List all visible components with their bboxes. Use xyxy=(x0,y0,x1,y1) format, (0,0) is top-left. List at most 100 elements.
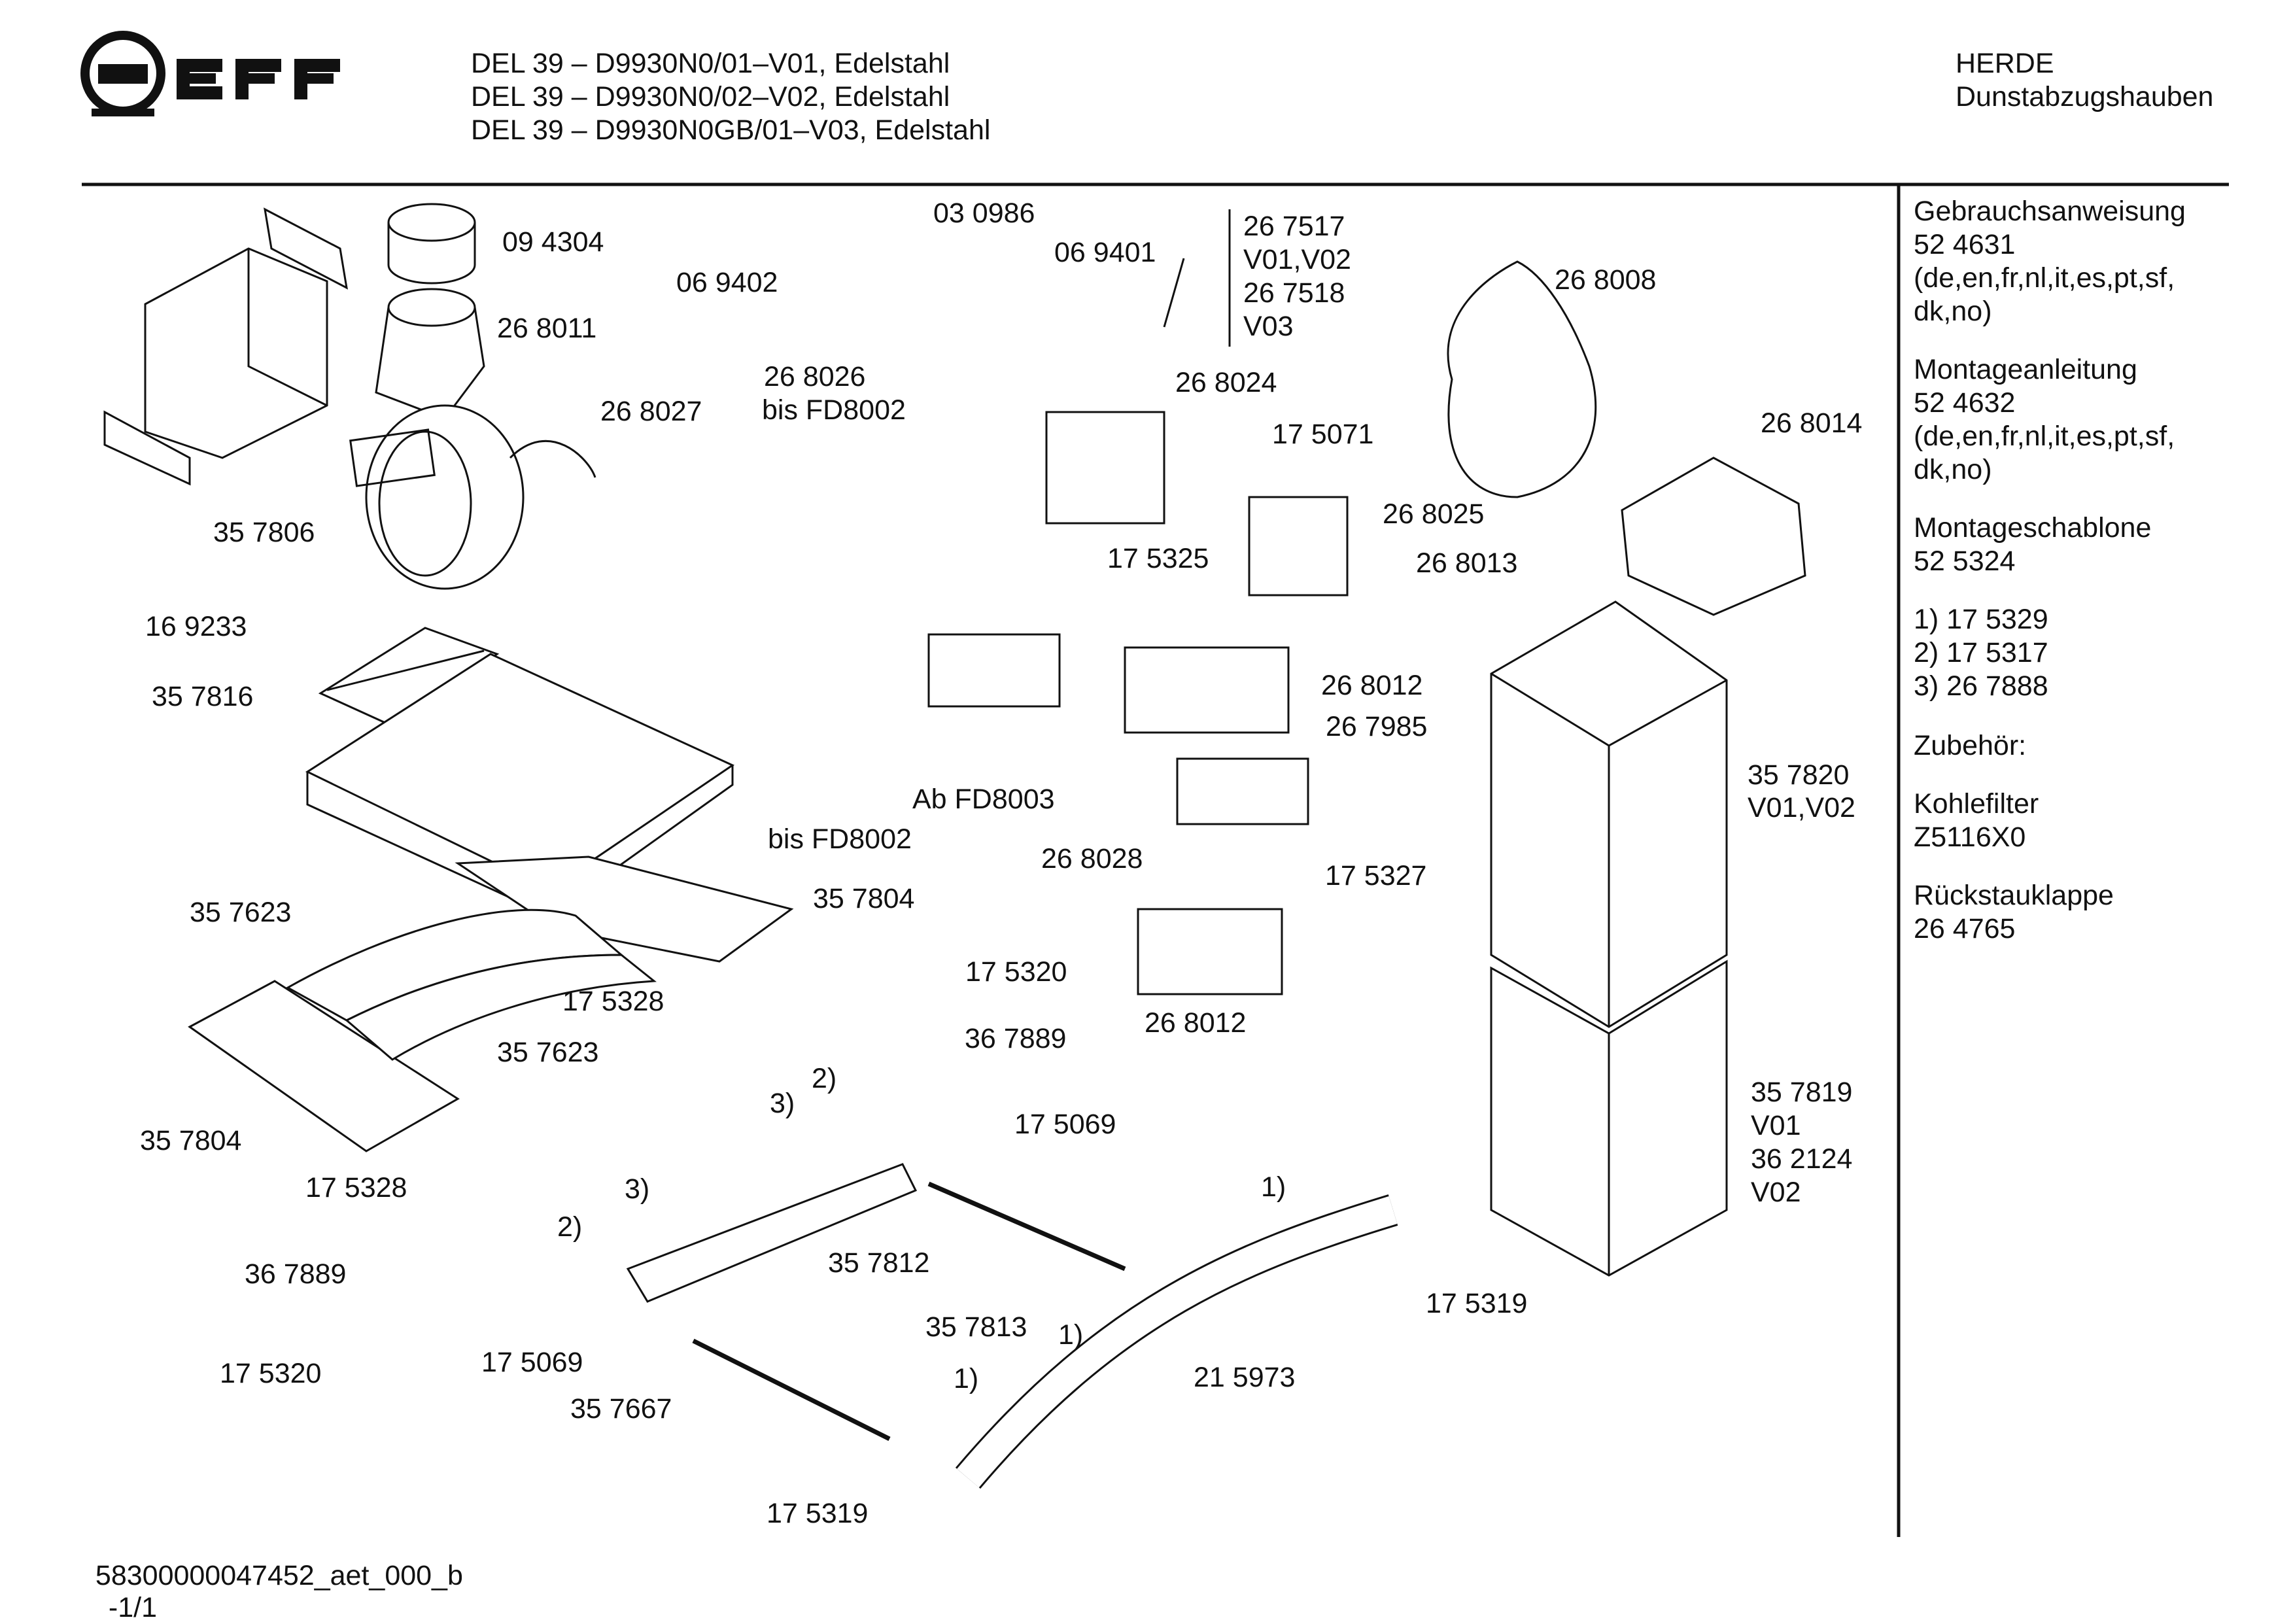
part-label: 26 8025 xyxy=(1383,498,1484,530)
light-panel xyxy=(285,908,657,1061)
sidebar-line: dk,no) xyxy=(1914,296,1992,327)
part-label: 17 5320 xyxy=(220,1358,321,1389)
glass-panel-left xyxy=(188,980,460,1152)
part-label: 35 7819 xyxy=(1751,1077,1852,1108)
part-label: 2) xyxy=(812,1063,836,1094)
model-title-3: DEL 39 – D9930N0GB/01–V03, Edelstahl xyxy=(471,114,991,146)
page-indicator: -1/1 xyxy=(108,1592,158,1623)
part-label: 26 8012 xyxy=(1321,670,1422,701)
part-label: V01,V02 xyxy=(1748,792,1855,823)
part-label: V02 xyxy=(1751,1177,1801,1208)
part-label: 17 5320 xyxy=(965,956,1067,988)
sidebar-line: Montageschablone xyxy=(1914,512,2152,544)
document-code: 58300000047452_aet_000_b -1/1 xyxy=(80,1528,463,1624)
part-label: 26 8028 xyxy=(1041,843,1143,874)
part-label: 36 7889 xyxy=(965,1023,1066,1054)
brand-logo xyxy=(78,26,353,118)
document-code-text: 58300000047452_aet_000_b xyxy=(95,1560,463,1591)
sidebar-line: Z5116X0 xyxy=(1914,821,2026,853)
chimney-lower xyxy=(1490,959,1728,1277)
part-label: 03 0986 xyxy=(933,198,1035,229)
part-label: 26 8026 xyxy=(764,361,865,392)
part-label: 35 7623 xyxy=(190,897,291,928)
part-label: 1) xyxy=(1058,1319,1083,1351)
electronics-box xyxy=(1124,646,1290,734)
sidebar-line: 1) 17 5329 xyxy=(1914,604,2048,635)
part-label: 17 5319 xyxy=(1426,1288,1527,1319)
sidebar-line: (de,en,fr,nl,it,es,pt,sf, xyxy=(1914,262,2175,294)
model-title-2: DEL 39 – D9930N0/02–V02, Edelstahl xyxy=(471,81,950,112)
part-label: 06 9401 xyxy=(1054,237,1156,268)
sidebar-line: Rückstauklappe xyxy=(1914,880,2114,911)
part-label: 26 7517 xyxy=(1243,211,1345,242)
part-label: 26 7985 xyxy=(1326,711,1427,742)
part-label: 17 5325 xyxy=(1107,543,1209,574)
part-label: V01,V02 xyxy=(1243,244,1351,275)
spacer-blocks xyxy=(1621,457,1806,616)
part-label: 3) xyxy=(770,1088,795,1119)
sidebar-line: 26 4765 xyxy=(1914,913,2016,944)
light-housing xyxy=(1137,908,1283,995)
part-label: V01 xyxy=(1751,1110,1801,1141)
transformer xyxy=(1248,496,1349,596)
part-label: 36 7889 xyxy=(245,1258,346,1290)
sidebar-line: Kohlefilter xyxy=(1914,788,2039,820)
part-label: 35 7816 xyxy=(152,681,253,712)
flexible-hose xyxy=(955,1194,1398,1489)
category-label: HERDE xyxy=(1956,48,2054,79)
part-label: Ab FD8003 xyxy=(912,784,1055,815)
rail-1 xyxy=(927,1181,1126,1271)
part-label: 26 8011 xyxy=(497,313,596,344)
part-label: 26 8012 xyxy=(1145,1007,1246,1039)
part-label: 26 8013 xyxy=(1416,547,1517,579)
grease-filter xyxy=(318,627,500,727)
sidebar-line: 52 4632 xyxy=(1914,387,2016,419)
blower-motor xyxy=(349,404,596,590)
part-label: bis FD8002 xyxy=(768,823,912,855)
part-label: 17 5327 xyxy=(1325,860,1426,891)
part-label: 16 9233 xyxy=(145,611,247,642)
sidebar-line: Montageanleitung xyxy=(1914,354,2137,385)
sidebar-line: 52 4631 xyxy=(1914,229,2016,260)
part-label: 26 8014 xyxy=(1761,407,1862,439)
sidebar-line: (de,en,fr,nl,it,es,pt,sf, xyxy=(1914,421,2175,452)
sidebar-line: 2) 17 5317 xyxy=(1914,637,2048,668)
sidebar-line: Zubehör: xyxy=(1914,730,2027,761)
sidebar-line: 3) 26 7888 xyxy=(1914,670,2048,702)
rail-2 xyxy=(692,1338,891,1442)
junction-box xyxy=(1045,411,1165,525)
part-label: 26 8008 xyxy=(1555,264,1656,296)
chimney-upper xyxy=(1490,600,1728,1028)
part-label: 17 5069 xyxy=(1014,1109,1116,1140)
sidebar-line: dk,no) xyxy=(1914,454,1992,485)
parts-bag xyxy=(1447,260,1597,498)
mounting-bracket xyxy=(103,207,348,486)
duct-adapter xyxy=(375,288,485,420)
part-label: 35 7667 xyxy=(570,1393,672,1425)
part-label: 17 5319 xyxy=(767,1498,868,1529)
part-label: 35 7820 xyxy=(1748,759,1849,791)
subcategory-label: Dunstabzugshauben xyxy=(1956,81,2214,112)
part-label: 26 8024 xyxy=(1175,367,1277,398)
control-module xyxy=(1176,757,1309,825)
part-label: bis FD8002 xyxy=(762,394,906,426)
part-label: 36 2124 xyxy=(1751,1143,1852,1175)
part-label: 35 7804 xyxy=(140,1125,241,1156)
part-label: 35 7804 xyxy=(813,883,914,914)
sidebar-line: Gebrauchsanweisung xyxy=(1914,196,2186,227)
part-label: 17 5069 xyxy=(481,1347,583,1378)
part-label: 09 4304 xyxy=(502,226,604,258)
part-label: 2) xyxy=(557,1211,582,1243)
duct-collar xyxy=(387,203,476,285)
part-label: 35 7813 xyxy=(925,1311,1027,1343)
part-label: V03 xyxy=(1243,311,1294,342)
bottom-frame xyxy=(626,1163,918,1303)
